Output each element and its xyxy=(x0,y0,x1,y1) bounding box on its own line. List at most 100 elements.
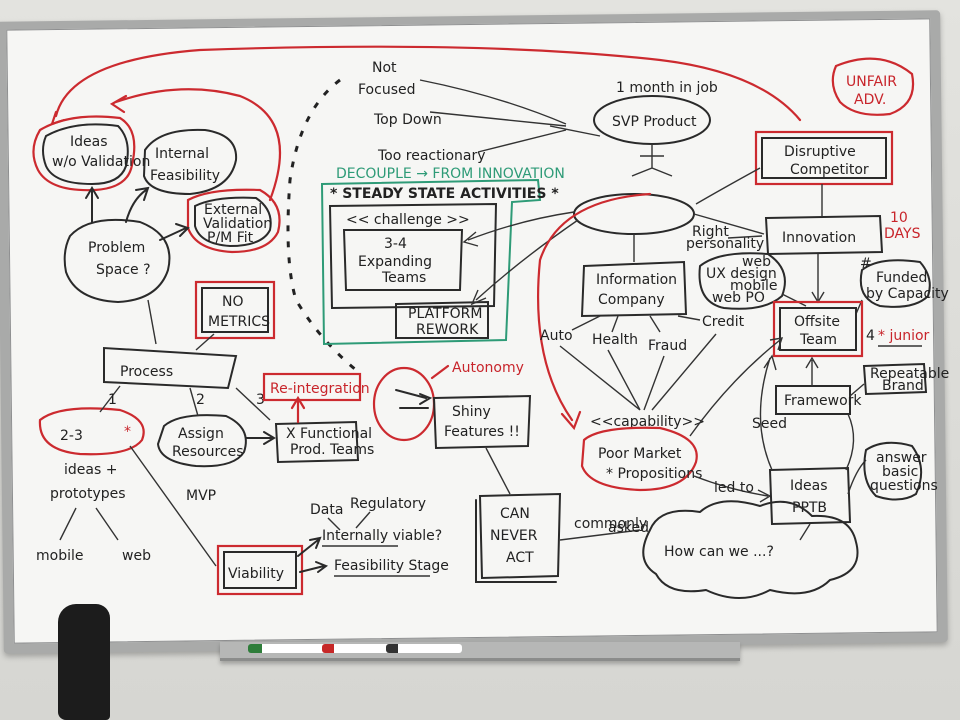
ux-line3: mobile xyxy=(730,278,777,294)
crossfunc-line1: X Functional xyxy=(286,426,372,442)
brand-to-framework-line xyxy=(849,383,865,397)
funded-hash: # xyxy=(860,256,872,272)
process-label: Process xyxy=(120,364,173,380)
shiny-features-line1: Shiny xyxy=(452,404,491,420)
two-three-star: * xyxy=(124,424,131,440)
offsite-line1: Offsite xyxy=(794,314,840,330)
no-metrics-box xyxy=(201,287,269,333)
viability-outline xyxy=(216,544,304,596)
viability-box xyxy=(223,551,297,589)
poor-to-offsite-arrow xyxy=(689,337,784,437)
problem-space-line1: Problem xyxy=(88,240,145,256)
repeatable-line1: Repeatable xyxy=(870,366,949,382)
regulatory-arrow xyxy=(355,511,371,529)
ten-days-line1: 10 xyxy=(890,210,908,226)
mvp-label: MVP xyxy=(186,488,216,504)
shiny-features-line2: Features !! xyxy=(444,424,520,440)
unfair-adv-outline xyxy=(831,57,915,116)
svp-stem xyxy=(631,144,673,177)
ux-line2: UX design xyxy=(706,266,777,282)
internal-feasibility-bubble xyxy=(142,128,238,196)
problem-space-bubble xyxy=(63,218,171,304)
poor-market-outline xyxy=(580,426,698,492)
unfair-adv-line1: UNFAIR xyxy=(846,74,897,90)
top-list-line2: Focused xyxy=(358,82,415,98)
innovation-label: Innovation xyxy=(782,230,856,246)
can-never-act-line1: CAN xyxy=(500,506,530,522)
offsite-box xyxy=(779,307,857,351)
ux-line4: web PO xyxy=(712,290,765,306)
framework-label: Framework xyxy=(784,393,862,409)
red-marker xyxy=(322,644,394,653)
step-1-label: 1 xyxy=(108,392,117,408)
led-to-label: led to xyxy=(714,480,754,496)
commonly-asked-line1: commonly xyxy=(574,516,647,532)
mobile-label: mobile xyxy=(36,548,83,564)
answer-line2: basic xyxy=(882,464,918,480)
disruptive-line1: Disruptive xyxy=(784,144,856,160)
funded-bubble xyxy=(859,259,931,308)
ideas-pptb-box xyxy=(768,466,852,526)
framework-box xyxy=(775,385,851,415)
innovation-to-offsite-arrow xyxy=(811,254,825,304)
crossfunc-line2: Prod. Teams xyxy=(290,442,374,458)
assign-resources-line1: Assign xyxy=(178,426,224,442)
fraud-label: Fraud xyxy=(648,338,687,354)
offsite-outline xyxy=(772,300,864,358)
internally-viable-label: Internally viable? xyxy=(322,528,442,544)
can-never-act-box xyxy=(478,492,562,580)
ideas-prototypes-line2: prototypes xyxy=(50,486,126,502)
no-metrics-line1: NO xyxy=(222,294,244,310)
personality-to-innovation-arrow xyxy=(727,235,763,239)
innovation-box xyxy=(764,214,884,256)
funded-line1: Funded xyxy=(876,270,927,286)
metrics-to-process-line xyxy=(195,333,215,351)
process-to-crossfunc-line xyxy=(235,387,271,421)
how-can-we-label: How can we ...? xyxy=(664,544,774,560)
ellipse-to-platform-arrow xyxy=(470,219,579,306)
problem-to-ideas-arrow xyxy=(85,186,99,223)
external-validation-outline xyxy=(186,188,281,254)
ideas-prototypes-line1: ideas + xyxy=(64,462,117,478)
ux-line1: web xyxy=(742,254,771,270)
viability-to-feasibility-arrow xyxy=(299,561,329,573)
internal-feasibility-line1: Internal xyxy=(155,146,209,162)
information-company-line2: Company xyxy=(598,292,665,308)
step-2-label: 2 xyxy=(196,392,205,408)
health-label: Health xyxy=(592,332,638,348)
answer-line3: questions xyxy=(870,478,938,494)
junior-label: * junior xyxy=(878,328,930,344)
decouple-label: DECOUPLE → FROM INNOVATION xyxy=(336,166,565,182)
poor-market-line2: * Propositions xyxy=(606,466,702,482)
problem-to-process-line xyxy=(147,299,157,345)
process-to-assign-line xyxy=(189,387,199,417)
ideas-to-answer-line xyxy=(847,459,867,495)
disruptive-outline xyxy=(754,130,894,186)
information-company-line1: Information xyxy=(596,272,677,288)
eraser-cloth xyxy=(58,604,110,720)
loop-arrow-left xyxy=(109,88,282,202)
platform-rework-line2: REWORK xyxy=(416,322,479,338)
answer-bubble xyxy=(863,441,923,501)
offsite-line2: Team xyxy=(799,332,837,348)
top-list-line4: Too reactionary xyxy=(377,148,486,164)
red-big-curve xyxy=(537,192,652,431)
crossfunc-to-reintegration-arrow xyxy=(290,395,306,424)
info-branches xyxy=(571,315,701,333)
step-3-label: 3 xyxy=(256,392,265,408)
assign-resources-bubble xyxy=(156,414,247,468)
reintegration-label: Re-integration xyxy=(270,381,370,397)
shiny-to-cannot-line xyxy=(485,447,511,495)
information-company-box xyxy=(580,260,688,318)
problem-space-line2: Space ? xyxy=(96,262,151,278)
green-marker xyxy=(248,644,332,653)
external-validation-line3: P/M Fit xyxy=(207,230,254,246)
assign-resources-line2: Resources xyxy=(172,444,244,460)
ideas-pptb-line1: Ideas xyxy=(790,478,828,494)
disruptive-to-ellipse-line xyxy=(695,167,761,205)
repeatable-line2: Brand xyxy=(882,378,924,394)
top-list-lines xyxy=(419,79,601,153)
seed-label: Seed xyxy=(752,416,787,432)
can-never-act-line2: NEVER xyxy=(490,528,538,544)
disruptive-line2: Competitor xyxy=(790,162,869,178)
